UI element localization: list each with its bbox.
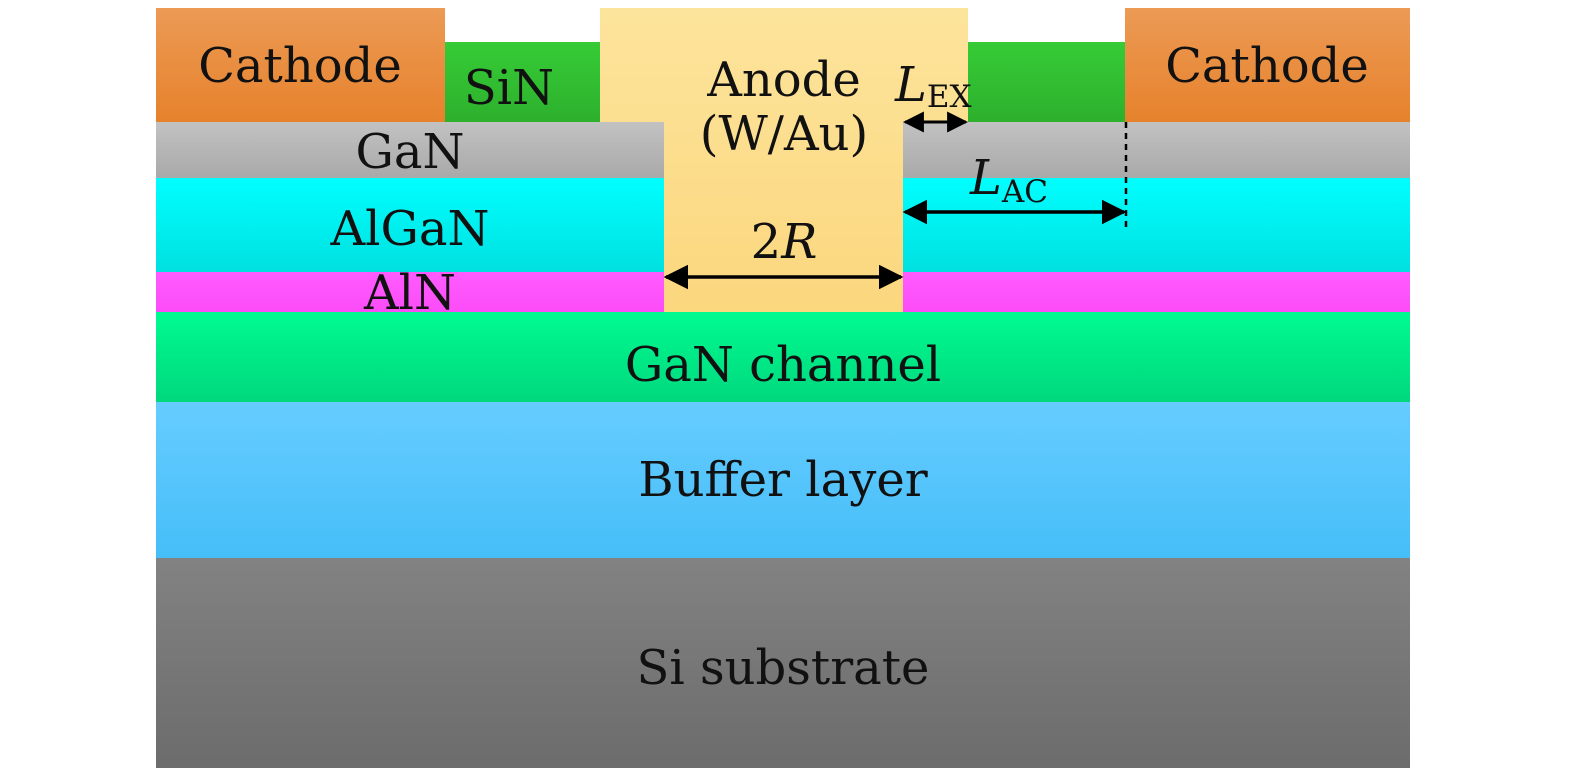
gan-channel-label: GaN channel [625, 337, 941, 393]
anode-label-line2: (W/Au) [700, 106, 869, 162]
algan-label: AlGaN [330, 201, 490, 257]
two-r-label: 2R [751, 214, 818, 270]
sin-layer-right [968, 42, 1125, 122]
buffer-layer-label: Buffer layer [638, 452, 927, 508]
sin-layer-left [443, 42, 600, 122]
algan-layer-right [903, 178, 1410, 272]
cathode-left-label: Cathode [198, 38, 402, 94]
si-substrate-layer [156, 558, 1410, 768]
gan-cap-layer-right [903, 122, 1410, 178]
anode-label-line1: Anode [706, 52, 861, 108]
gan-cap-layer-left [156, 122, 664, 178]
algan-layer-left [156, 178, 664, 272]
sin-label: SiN [464, 60, 554, 116]
si-substrate-label: Si substrate [637, 640, 930, 696]
aln-label: AlN [363, 265, 456, 321]
aln-layer-left [156, 272, 664, 312]
l-ex-label: LEX [894, 57, 972, 115]
cathode-right-label: Cathode [1165, 38, 1369, 94]
buffer-layer [156, 402, 1410, 558]
aln-layer-right [903, 272, 1410, 312]
gan-channel-layer [156, 312, 1410, 402]
cathode-left [156, 8, 445, 122]
gan-cap-label: GaN [356, 124, 465, 180]
cathode-right [1125, 8, 1410, 122]
